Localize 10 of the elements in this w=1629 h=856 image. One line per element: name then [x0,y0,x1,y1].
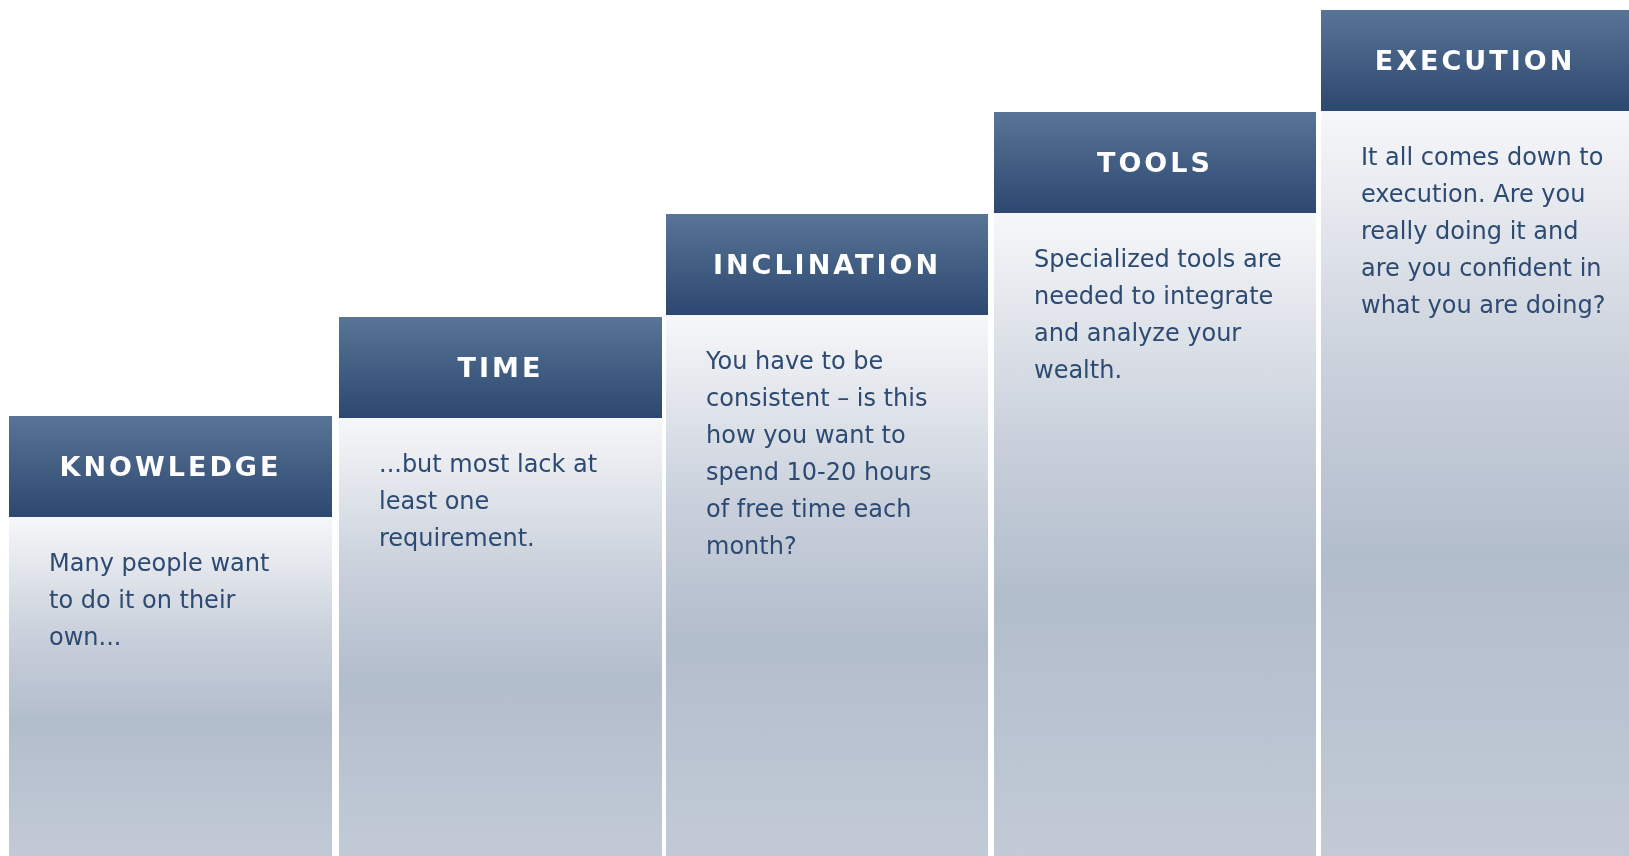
step-title: INCLINATION [712,249,942,280]
step-description: You have to be consistent – is this how you want to spend 10-20 hours of free time each month? [706,346,933,562]
step-description: It all comes down to execution. Are you really doing it and are you confident in what you are doing? [1361,142,1607,321]
step-title: KNOWLEDGE [59,451,282,482]
step-title: TIME [457,352,544,383]
step-description: ...but most lack at least one requirement. [379,449,599,554]
step-title: EXECUTION [1374,45,1576,76]
step-description: Many people want to do it on their own... [49,548,271,653]
step-description: Specialized tools are needed to integrate and analyze your wealth. [1034,244,1283,386]
step-title: TOOLS [1097,147,1213,178]
